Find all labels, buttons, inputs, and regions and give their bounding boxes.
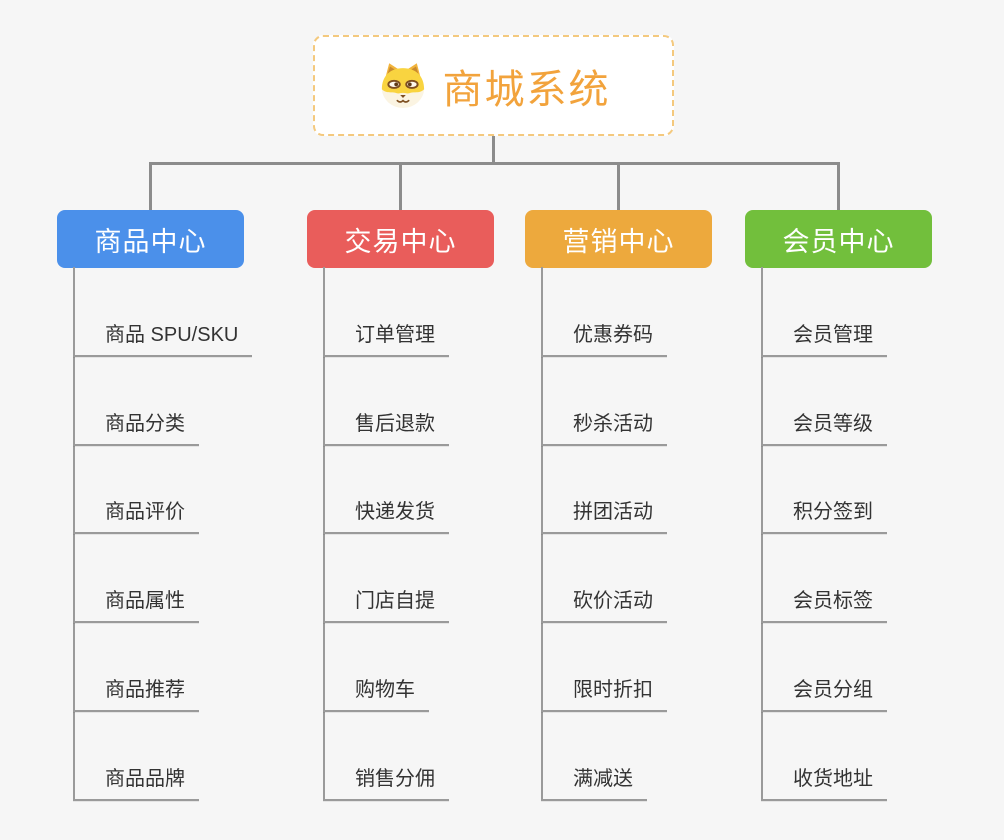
- leaf-label[interactable]: 售后退款: [323, 407, 449, 446]
- leaf-label[interactable]: 商品推荐: [73, 673, 199, 712]
- dog-face-icon: [381, 62, 424, 108]
- connector-drop-member: [837, 162, 840, 210]
- branch-label: 商品中心: [94, 226, 207, 257]
- branch-label: 营销中心: [562, 226, 675, 257]
- connector-drop-trade: [399, 162, 402, 210]
- leaf-label[interactable]: 商品品牌: [73, 762, 199, 801]
- root-title: 商城系统: [442, 67, 611, 112]
- leaf-item: 会员标签: [761, 534, 887, 624]
- branch-product-center: 商品中心 商品 SPU/SKU 商品分类 商品评价 商品属性 商品推荐 商品品牌: [57, 210, 257, 801]
- leaf-item: 拼团活动: [541, 446, 667, 535]
- branch-node-member-center[interactable]: 会员中心: [745, 210, 932, 268]
- leaf-list: 商品 SPU/SKU 商品分类 商品评价 商品属性 商品推荐 商品品牌: [73, 268, 253, 801]
- branch-label: 会员中心: [782, 226, 895, 257]
- leaf-item: 积分签到: [761, 446, 887, 535]
- branch-node-trade-center[interactable]: 交易中心: [307, 210, 494, 268]
- leaf-list: 会员管理 会员等级 积分签到 会员标签 会员分组 收货地址: [761, 268, 887, 801]
- leaf-label[interactable]: 订单管理: [323, 318, 449, 357]
- leaf-label[interactable]: 拼团活动: [541, 495, 667, 535]
- leaf-item: 砍价活动: [541, 534, 667, 624]
- leaf-item: 门店自提: [323, 534, 449, 624]
- leaf-item: 商品评价: [73, 446, 252, 535]
- leaf-item: 商品分类: [73, 357, 252, 446]
- leaf-label[interactable]: 会员分组: [761, 673, 887, 712]
- leaf-list: 优惠券码 秒杀活动 拼团活动 砍价活动 限时折扣 满减送: [541, 268, 667, 801]
- root-node[interactable]: 商城系统: [313, 35, 674, 136]
- leaf-label[interactable]: 销售分佣: [323, 762, 449, 801]
- connector-root-stem: [492, 134, 495, 165]
- leaf-item: 购物车: [323, 623, 449, 712]
- leaf-label[interactable]: 积分签到: [761, 495, 887, 535]
- branch-label: 交易中心: [344, 226, 457, 257]
- leaf-item: 限时折扣: [541, 623, 667, 712]
- leaf-label[interactable]: 会员标签: [761, 584, 887, 624]
- leaf-item: 会员分组: [761, 623, 887, 712]
- leaf-label[interactable]: 砍价活动: [541, 584, 667, 624]
- leaf-label[interactable]: 秒杀活动: [541, 407, 667, 446]
- leaf-label[interactable]: 商品分类: [73, 407, 199, 446]
- leaf-item: 快递发货: [323, 446, 449, 535]
- branch-marketing-center: 营销中心 优惠券码 秒杀活动 拼团活动 砍价活动 限时折扣 满减送: [525, 210, 725, 801]
- leaf-item: 商品 SPU/SKU: [73, 268, 253, 357]
- branch-member-center: 会员中心 会员管理 会员等级 积分签到 会员标签 会员分组 收货地址: [745, 210, 945, 801]
- leaf-label[interactable]: 购物车: [323, 673, 429, 712]
- connector-drop-marketing: [617, 162, 620, 210]
- leaf-label[interactable]: 收货地址: [761, 762, 887, 801]
- leaf-item: 售后退款: [323, 357, 449, 446]
- leaf-item: 商品品牌: [73, 712, 252, 801]
- leaf-list: 订单管理 售后退款 快递发货 门店自提 购物车 销售分佣: [323, 268, 449, 801]
- leaf-item: 销售分佣: [323, 712, 449, 801]
- leaf-label[interactable]: 商品 SPU/SKU: [73, 318, 253, 357]
- branch-trade-center: 交易中心 订单管理 售后退款 快递发货 门店自提 购物车 销售分佣: [307, 210, 507, 801]
- leaf-label[interactable]: 门店自提: [323, 584, 449, 624]
- connector-branch-rail: [149, 162, 840, 165]
- leaf-label[interactable]: 限时折扣: [541, 673, 667, 712]
- leaf-item: 满减送: [541, 712, 667, 801]
- leaf-item: 订单管理: [323, 268, 449, 357]
- leaf-item: 会员等级: [761, 357, 887, 446]
- connector-drop-product: [149, 162, 152, 210]
- leaf-item: 优惠券码: [541, 268, 667, 357]
- leaf-label[interactable]: 商品评价: [73, 495, 199, 535]
- leaf-label[interactable]: 快递发货: [323, 495, 449, 535]
- leaf-label[interactable]: 会员管理: [761, 318, 887, 357]
- leaf-label[interactable]: 满减送: [541, 762, 647, 801]
- leaf-label[interactable]: 会员等级: [761, 407, 887, 446]
- branch-node-product-center[interactable]: 商品中心: [57, 210, 244, 268]
- leaf-item: 收货地址: [761, 712, 887, 801]
- leaf-item: 会员管理: [761, 268, 887, 357]
- branch-node-marketing-center[interactable]: 营销中心: [525, 210, 712, 268]
- leaf-item: 商品属性: [73, 534, 252, 624]
- leaf-label[interactable]: 优惠券码: [541, 318, 667, 357]
- leaf-item: 秒杀活动: [541, 357, 667, 446]
- leaf-item: 商品推荐: [73, 623, 252, 712]
- leaf-label[interactable]: 商品属性: [73, 584, 199, 624]
